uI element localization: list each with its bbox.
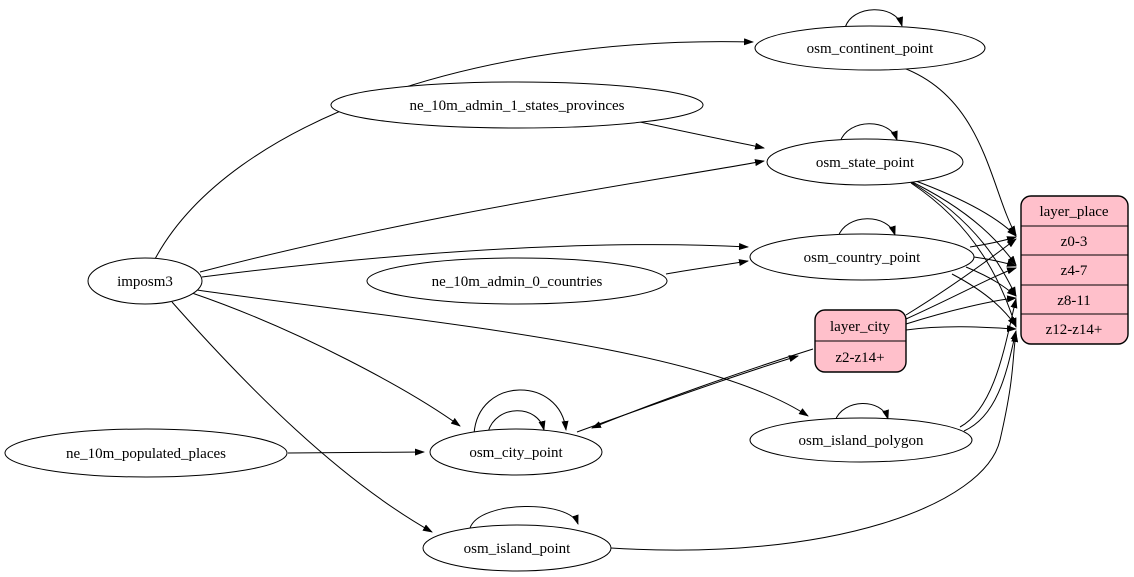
ne-10m-populated-places-shape — [4, 428, 288, 478]
layer-place-row-z4-7: z4-7 — [1061, 263, 1088, 279]
edge-osm-island-polygon-to-layer-place-z12-z14 — [963, 330, 1018, 432]
self-loop-osm-country-point — [837, 218, 896, 238]
edge-ne-10m-populated-places-to-osm-city-point — [287, 448, 425, 456]
osm-country-point-label: osm_country_point — [804, 250, 921, 266]
edge-layer-city-to-layer-place-z4-7 — [905, 267, 1017, 320]
layer-place-row-z12-z14: z12-z14+ — [1046, 322, 1103, 338]
layer-city-row-z2-z14: z2-z14+ — [835, 350, 884, 366]
edge-osm-country-point-to-layer-place-z8-11 — [965, 266, 1017, 297]
node-osm-city-point: osm_city_point — [429, 428, 603, 476]
osm-continent-point-label: osm_continent_point — [807, 41, 934, 57]
osm-continent-point-shape — [754, 25, 986, 71]
ne-10m-admin-0-countries-shape — [366, 257, 668, 305]
self-loop-osm-island-point — [469, 505, 579, 529]
node-osm-island-polygon: osm_island_polygon — [749, 417, 973, 463]
node-osm-island-point: osm_island_point — [422, 524, 612, 572]
ne-10m-populated-places-label: ne_10m_populated_places — [66, 446, 226, 462]
osm-island-point-label: osm_island_point — [464, 541, 572, 557]
node-ne-10m-populated-places: ne_10m_populated_places — [4, 428, 288, 478]
self-loop-osm-city-point-inner — [487, 410, 546, 433]
imposm3-shape — [87, 257, 203, 305]
node-layer-place: layer_place z0-3 z4-7 z8-11 z12-z14+ — [1020, 195, 1129, 345]
edge-osm-island-point-to-layer-place-z12-z14 — [610, 332, 1019, 551]
edge-osm-continent-point-to-layer-place-z0-3 — [897, 65, 1017, 236]
edge-osm-country-point-to-layer-place-z0-3 — [969, 236, 1017, 248]
edge-imposm3-to-osm-state-point — [199, 159, 765, 273]
node-ne-10m-admin-1-states-provinces: ne_10m_admin_1_states_provinces — [330, 81, 704, 129]
layer-place-row-z8-11: z8-11 — [1057, 293, 1091, 309]
node-imposm3: imposm3 — [87, 257, 203, 305]
node-osm-country-point: osm_country_point — [749, 233, 975, 281]
edge-imposm3-to-osm-island-polygon — [196, 289, 809, 417]
node-ne-10m-admin-0-countries: ne_10m_admin_0_countries — [366, 257, 668, 305]
edge-ne-10m-admin-1-states-provinces-to-osm-state-point — [639, 121, 765, 150]
node-layer-city: layer_city z2-z14+ — [814, 309, 907, 373]
ne-10m-admin-1-states-provinces-shape — [330, 81, 704, 129]
edge-osm-city-point-to-layer-city-z2-z14 — [576, 355, 799, 433]
edge-layer-city-to-osm-city-point — [591, 348, 814, 429]
self-loop-osm-island-polygon — [834, 403, 889, 422]
edges-layer — [154, 9, 1019, 551]
osm-state-point-shape — [766, 138, 964, 186]
osm-island-polygon-label: osm_island_polygon — [798, 433, 924, 449]
edge-osm-country-point-to-layer-place-z4-7 — [973, 256, 1017, 267]
edge-ne-10m-admin-0-countries-to-osm-country-point — [665, 259, 749, 275]
layer-place-shape — [1020, 195, 1129, 345]
osm-country-point-shape — [749, 233, 975, 281]
edge-imposm3-to-osm-country-point — [201, 243, 749, 278]
edge-imposm3-to-osm-island-point — [171, 301, 433, 533]
layer-place-row-z0-3: z0-3 — [1061, 234, 1088, 250]
edge-osm-state-point-to-layer-place-z0-3 — [901, 175, 1017, 237]
self-loop-osm-city-point-outer — [473, 389, 569, 435]
edge-osm-island-polygon-to-layer-place-z8-11 — [959, 298, 1018, 428]
edge-osm-state-point-to-layer-place-z4-7 — [905, 178, 1017, 266]
edge-layer-city-to-layer-place-z8-11 — [905, 295, 1017, 325]
osm-city-point-label: osm_city_point — [469, 445, 563, 461]
osm-island-polygon-shape — [749, 417, 973, 463]
ne-10m-admin-1-states-provinces-label: ne_10m_admin_1_states_provinces — [410, 98, 625, 114]
node-osm-continent-point: osm_continent_point — [754, 25, 986, 71]
edge-imposm3-to-osm-continent-point — [154, 38, 754, 260]
edge-layer-city-to-layer-place-z12-z14 — [905, 325, 1017, 333]
edge-imposm3-to-osm-city-point — [191, 292, 461, 427]
osm-state-point-label: osm_state_point — [816, 155, 915, 171]
node-osm-state-point: osm_state_point — [766, 138, 964, 186]
self-loop-osm-continent-point — [844, 9, 903, 29]
osm-city-point-shape — [429, 428, 603, 476]
layer-city-title: layer_city — [830, 319, 890, 335]
osm-island-point-shape — [422, 524, 612, 572]
edge-layer-city-to-layer-place-z0-3 — [905, 238, 1017, 316]
layer-place-title: layer_place — [1039, 204, 1108, 220]
imposm3-label: imposm3 — [117, 274, 173, 290]
self-loop-osm-state-point — [839, 123, 898, 143]
edge-osm-country-point-to-layer-place-z12-z14 — [951, 273, 1017, 327]
ne-10m-admin-0-countries-label: ne_10m_admin_0_countries — [432, 274, 603, 290]
